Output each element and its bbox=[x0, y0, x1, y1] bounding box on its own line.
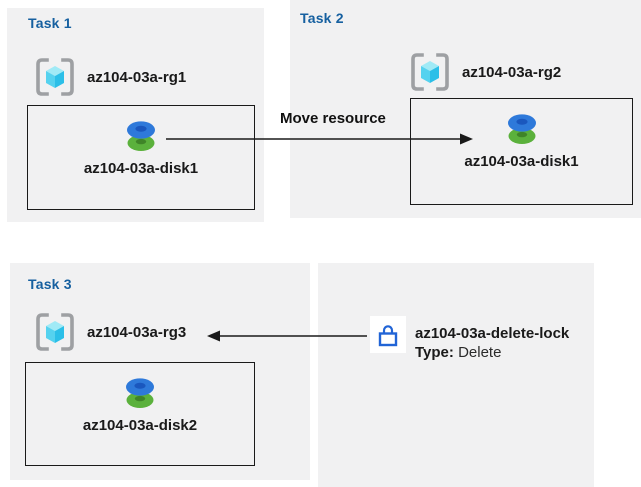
disk-label: az104-03a-disk1 bbox=[464, 153, 579, 170]
resource-group-label: az104-03a-rg2 bbox=[462, 63, 562, 81]
disk-label: az104-03a-disk2 bbox=[82, 417, 198, 434]
task3-panel: Task 3 az104-03a-rg3 az104-03a-disk2 bbox=[10, 263, 310, 480]
resource-group-icon bbox=[33, 57, 77, 97]
lock-type-value: Delete bbox=[458, 344, 502, 361]
lock-type-label: Type: Delete bbox=[415, 343, 569, 362]
disk-icon bbox=[122, 119, 160, 153]
disk-box: az104-03a-disk1 bbox=[27, 105, 255, 210]
task2-panel: Task 2 az104-03a-rg2 az104-03a-disk1 bbox=[290, 0, 641, 218]
resource-group-label: az104-03a-rg3 bbox=[87, 323, 187, 341]
move-resource-label: Move resource bbox=[280, 110, 386, 127]
task3-title: Task 3 bbox=[28, 276, 72, 292]
task2-title: Task 2 bbox=[300, 10, 344, 26]
lock-type-key: Type: bbox=[415, 344, 454, 361]
bottom-right-panel bbox=[318, 263, 594, 487]
resource-group-icon bbox=[408, 52, 452, 92]
disk-icon bbox=[503, 112, 541, 146]
lock-icon bbox=[370, 316, 406, 353]
disk-box: az104-03a-disk1 bbox=[410, 98, 633, 205]
task1-panel: Task 1 az104-03a-rg1 az104-03a-disk1 bbox=[7, 8, 264, 222]
resource-group-icon bbox=[33, 312, 77, 352]
resource-group-label: az104-03a-rg1 bbox=[87, 68, 187, 86]
lock-name-label: az104-03a-delete-lock bbox=[415, 325, 570, 342]
lock-annotation: az104-03a-delete-lock Type: Delete bbox=[415, 324, 569, 362]
disk-box: az104-03a-disk2 bbox=[25, 362, 255, 466]
task1-title: Task 1 bbox=[28, 15, 72, 31]
disk-icon bbox=[121, 376, 159, 410]
disk-label: az104-03a-disk1 bbox=[83, 160, 199, 177]
